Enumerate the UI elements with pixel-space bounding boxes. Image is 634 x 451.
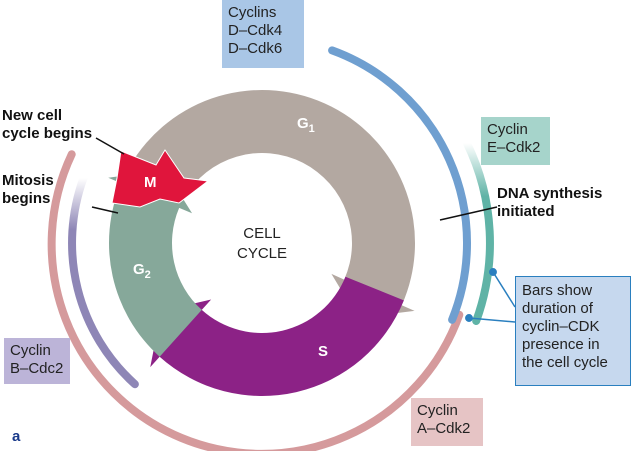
dna-synthesis-label: DNA synthesis initiated — [497, 185, 603, 220]
mitosis-pointer — [91, 206, 119, 214]
cyclin-a-bar — [47, 150, 464, 451]
s-label: S — [318, 343, 328, 360]
g2-phase-band — [108, 169, 202, 357]
cyclin-d-label: Cyclins D–Cdk4 D–Cdk6 — [222, 0, 304, 68]
mitosis-label: Mitosis begins — [2, 172, 54, 207]
dna-synthesis-pointer — [439, 206, 498, 221]
g2-label: G2 — [133, 261, 151, 281]
m-label: M — [144, 174, 157, 191]
center-label-line-1: CELL — [243, 225, 281, 242]
note-box: Bars show duration of cyclin–CDK presenc… — [515, 276, 631, 386]
panel-letter: a — [12, 428, 21, 445]
cyclin-d-bar — [328, 46, 471, 324]
m-phase-band — [111, 149, 210, 208]
g1-label: G1 — [297, 115, 315, 135]
cyclin-e-bar — [462, 139, 494, 325]
g1-phase-band — [129, 89, 416, 318]
s-phase-band — [150, 276, 404, 396]
center-label-line-2: CYCLE — [237, 245, 287, 262]
cyclin-b-bar — [68, 174, 139, 389]
new-cycle-label: New cell cycle begins — [2, 107, 93, 142]
cyclin-e-label: Cyclin E–Cdk2 — [481, 117, 550, 165]
note-connectors — [465, 268, 516, 323]
cyclin-b-label: Cyclin B–Cdc2 — [4, 338, 70, 384]
new-cycle-pointer — [95, 137, 125, 155]
cyclin-a-label: Cyclin A–Cdk2 — [411, 398, 483, 446]
